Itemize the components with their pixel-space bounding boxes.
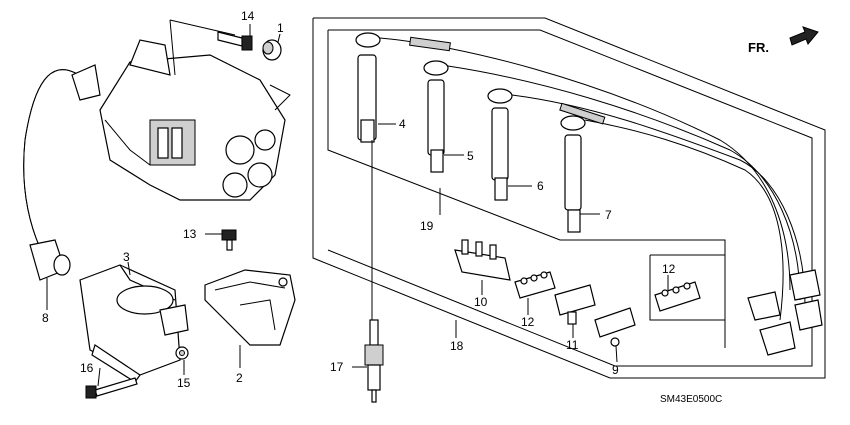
callout-3: 3 (123, 250, 130, 264)
callout-10: 10 (474, 295, 488, 309)
front-direction-icon: FR. (748, 26, 819, 55)
callout-19: 19 (420, 219, 434, 233)
clamp-12-box (649, 254, 725, 321)
callout-12: 12 (521, 315, 535, 329)
clamp-10 (454, 239, 511, 281)
callout-11: 11 (566, 338, 579, 352)
callout-13: 13 (183, 227, 197, 241)
callout-9: 9 (612, 363, 619, 377)
callout-4: 4 (399, 117, 406, 131)
clamp-12 (514, 271, 556, 299)
clamp-12-boxed (654, 281, 701, 312)
leader-lines (46, 24, 669, 387)
callout-labels: 1 2 3 4 5 6 7 8 9 10 11 12 12 13 14 15 1… (42, 9, 676, 390)
clamp-9 (594, 307, 636, 347)
callout-18: 18 (450, 339, 464, 353)
callout-7: 7 (605, 208, 612, 222)
callout-16: 16 (80, 361, 94, 375)
plug-wire-6 (487, 88, 513, 201)
callout-5: 5 (467, 149, 474, 163)
spark-plug-17 (364, 319, 384, 403)
callout-17: 17 (330, 360, 344, 374)
cap-1 (262, 39, 282, 61)
coil-lead-wire (23, 64, 101, 281)
callout-14: 14 (241, 9, 255, 23)
plug-wire-4 (355, 32, 381, 143)
distributor-boots (747, 269, 823, 356)
ignition-coil-3 (79, 264, 189, 383)
direction-label: FR. (748, 40, 769, 55)
callout-2: 2 (236, 371, 243, 385)
bolt-16 (85, 377, 138, 399)
bolt-14 (217, 31, 253, 51)
wire-set-outline-18 (312, 17, 826, 379)
distributor-assembly (99, 19, 291, 201)
diagram-code: SM43E0500C (660, 394, 722, 405)
callout-6: 6 (537, 179, 544, 193)
clamp-11 (554, 284, 596, 325)
plug-wire-7 (560, 115, 586, 233)
bolt-13 (221, 229, 237, 251)
callout-8: 8 (42, 311, 49, 325)
bracket-2 (204, 269, 296, 346)
callout-15: 15 (177, 376, 191, 390)
nut-15 (175, 346, 189, 360)
wire-harness (371, 36, 806, 321)
callout-12-boxed: 12 (662, 262, 676, 276)
callout-1: 1 (277, 21, 284, 35)
plug-wire-5 (423, 60, 449, 173)
